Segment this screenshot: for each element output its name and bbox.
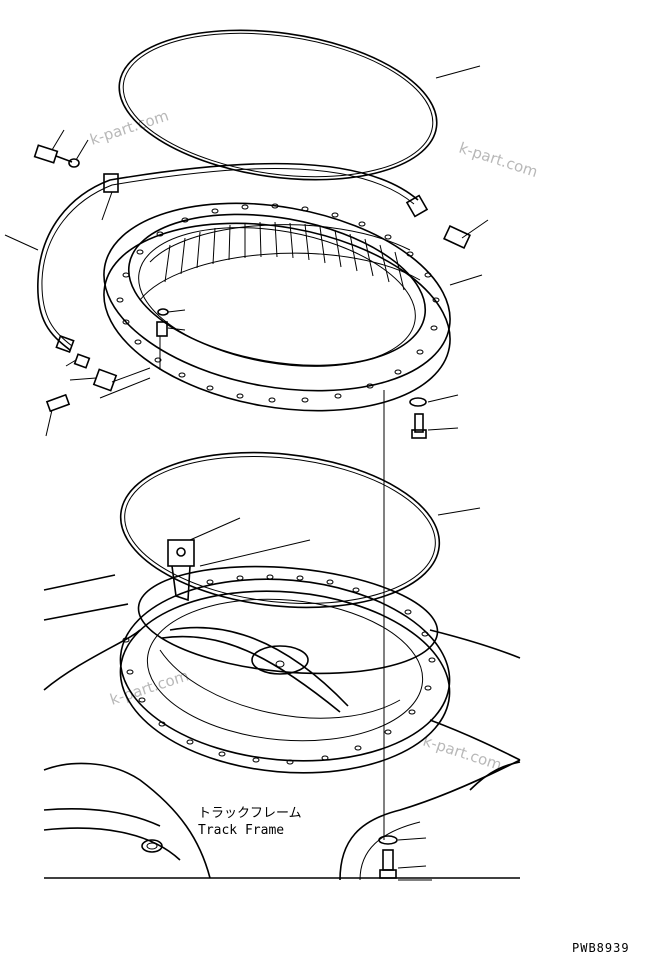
drawing-code: PWB8939 (572, 941, 630, 955)
track-frame-body (43, 565, 521, 774)
left-fittings (45, 334, 151, 413)
plug-and-pin (156, 308, 186, 370)
clamp-bolt (33, 144, 80, 168)
watermark-2: k-part.com (457, 139, 540, 181)
leader-clamp (101, 191, 113, 221)
leader-hose (4, 234, 39, 251)
frame-bolt-set (378, 835, 398, 879)
top-seal-ring (118, 29, 438, 181)
bracket (167, 517, 311, 602)
leader-top-seal (435, 65, 481, 79)
track-frame-label-jp: トラックフレーム (198, 806, 302, 821)
grease-hose (37, 162, 419, 351)
swing-circle (103, 202, 451, 412)
lower-seal-ring (119, 451, 441, 609)
hose-clamp (103, 173, 119, 193)
ring-bolt-set (409, 397, 427, 439)
hose-fitting-right (405, 194, 471, 250)
track-frame-lower (43, 759, 521, 881)
ring-bolt-holes (116, 203, 440, 403)
frame-bolt-holes (122, 574, 436, 765)
leader-swing-circle (449, 274, 483, 286)
track-frame-label-en: Track Frame (198, 823, 284, 838)
watermark-4: k-part.com (421, 732, 504, 774)
